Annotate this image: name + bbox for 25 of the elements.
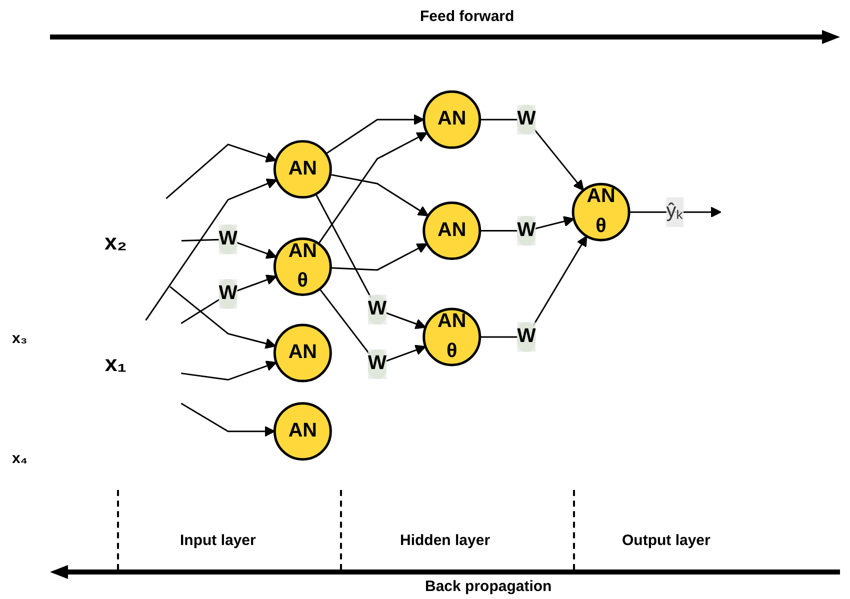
weight-label: W	[368, 349, 387, 380]
weight-label: W	[517, 322, 536, 352]
input-label: x₂	[104, 230, 127, 254]
direction-label: Feed forward	[420, 8, 514, 25]
neuron-circle: AN	[273, 324, 332, 382]
layer-label: Output layer	[622, 532, 710, 549]
neuron-circle: AN θ	[422, 308, 482, 366]
weight-label: W	[517, 216, 536, 246]
neuron-circle: AN	[422, 202, 482, 260]
weight-label: W	[368, 294, 387, 325]
weight-label: W	[218, 279, 238, 309]
neuron-circle: AN	[273, 140, 332, 199]
weight-label: W	[218, 224, 238, 254]
neuron-circle: AN	[273, 402, 332, 461]
neuron-circle: AN θ	[572, 182, 630, 242]
edge-label: ŷₖ	[666, 197, 684, 227]
neuron-circle: AN θ	[273, 237, 332, 296]
neuron-circle: AN	[422, 90, 482, 149]
input-label: x₄	[12, 450, 28, 467]
layer-label: Hidden layer	[400, 532, 490, 549]
direction-label: Back propagation	[425, 578, 552, 595]
input-label: x₃	[12, 330, 28, 347]
layer-label: Input layer	[180, 532, 256, 549]
weight-label: W	[517, 104, 536, 135]
input-label: x₁	[104, 351, 127, 376]
